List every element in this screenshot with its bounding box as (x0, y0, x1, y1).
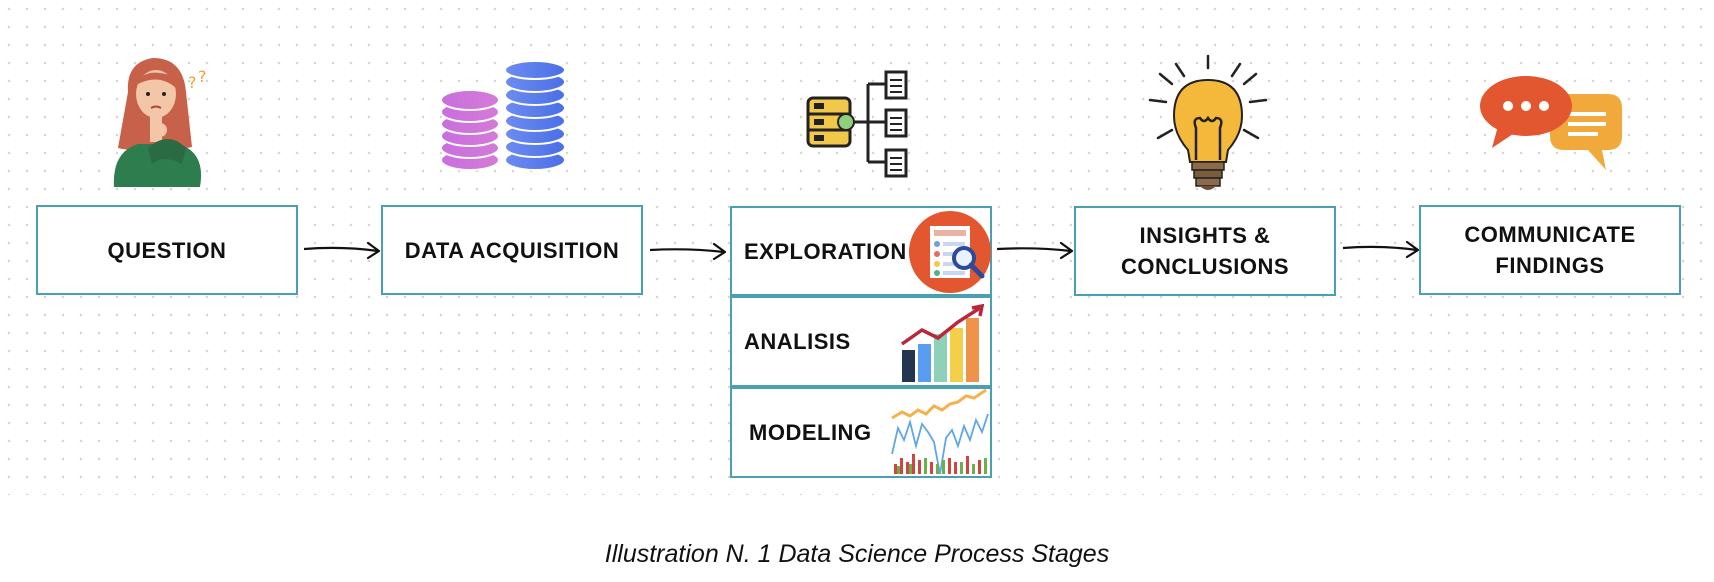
stage-data-acquisition: DATA ACQUISITION (381, 205, 643, 295)
stage-label: QUESTION (107, 237, 227, 263)
document-search-icon (909, 211, 991, 293)
arrow-right-icon (649, 242, 727, 261)
svg-text:?: ? (188, 73, 197, 92)
stage-communicate-findings: COMMUNICATE FINDINGS (1419, 205, 1681, 295)
server-data-tree-icon (806, 70, 908, 178)
arrow-right-icon (1342, 240, 1420, 259)
line-chart-icon (891, 388, 989, 475)
figure-caption: Illustration N. 1 Data Science Process S… (604, 540, 1110, 568)
stage-label: DATA ACQUISITION (404, 237, 620, 263)
stage-label: INSIGHTS & CONCLUSIONS (1120, 223, 1290, 279)
stage-question: QUESTION (36, 205, 298, 295)
stage-label: ANALISIS (744, 329, 851, 354)
stage-label: EXPLORATION (744, 238, 907, 264)
arrow-right-icon (996, 241, 1074, 260)
stage-insights-conclusions: INSIGHTS & CONCLUSIONS (1074, 206, 1336, 296)
bar-chart-growth-icon (900, 304, 985, 382)
stage-label: MODELING (749, 420, 872, 445)
svg-text:?: ? (198, 67, 207, 86)
stage-analisis: ANALISIS (730, 296, 992, 387)
lightbulb-icon (1148, 54, 1268, 190)
database-icon (440, 60, 566, 171)
chat-bubbles-icon (1480, 76, 1622, 170)
arrow-right-icon (303, 241, 381, 260)
confused-woman-icon: ? ? (113, 58, 207, 187)
stage-label: COMMUNICATE FINDINGS (1464, 222, 1636, 278)
